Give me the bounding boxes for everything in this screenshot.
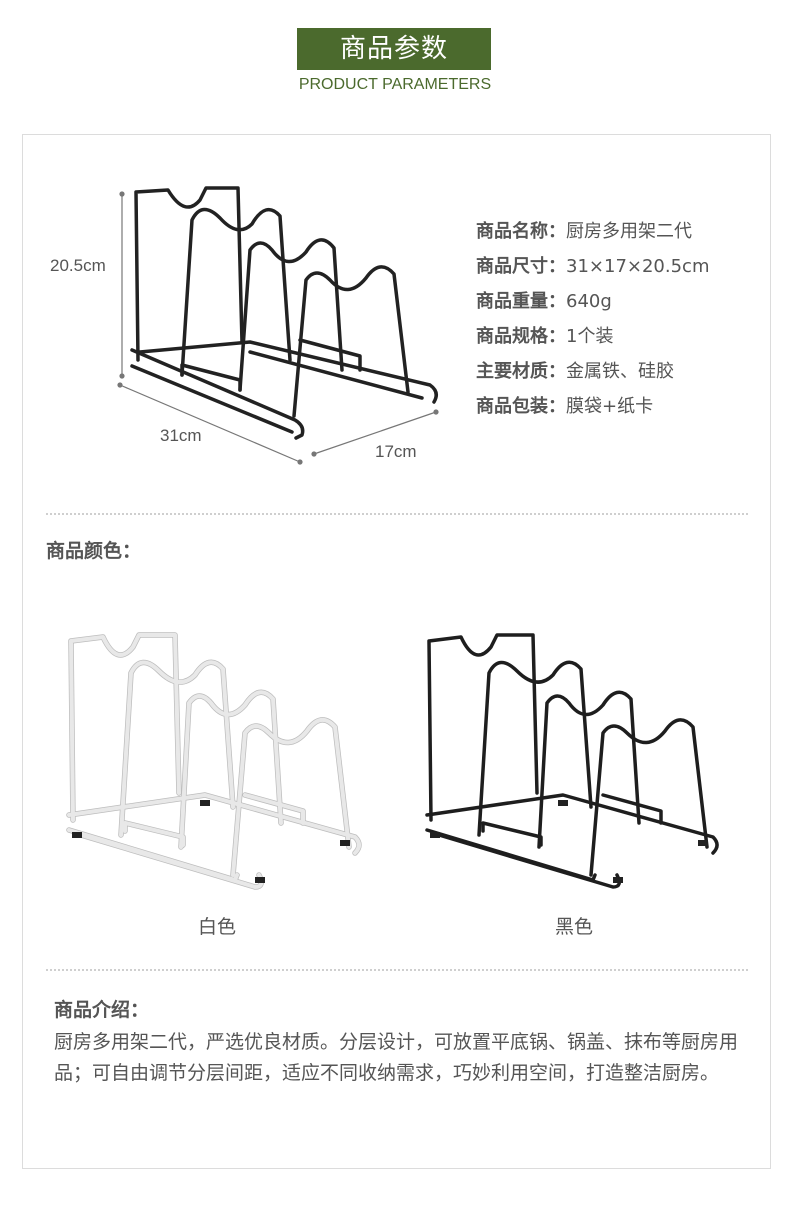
length-dimension-label: 31cm bbox=[160, 426, 202, 445]
spec-value: 31×17×20.5cm bbox=[566, 256, 710, 277]
spec-key: 商品包装： bbox=[476, 396, 566, 417]
color-option-black-label: 黑色 bbox=[554, 916, 593, 938]
spec-row: 主要材质：金属铁、硅胶 bbox=[476, 358, 709, 393]
section-divider bbox=[46, 969, 748, 971]
intro-description: 厨房多用架二代，严选优良材质。分层设计，可放置平底锅、锅盖、抹布等厨房用品；可自… bbox=[54, 1031, 739, 1084]
spec-value: 厨房多用架二代 bbox=[566, 221, 692, 242]
page-title: 商品参数 bbox=[339, 34, 448, 64]
spec-row: 商品包装：膜袋+纸卡 bbox=[476, 393, 709, 428]
spec-row: 商品尺寸：31×17×20.5cm bbox=[476, 253, 709, 288]
spec-key: 商品尺寸： bbox=[476, 256, 566, 277]
spec-key: 商品名称： bbox=[476, 221, 566, 242]
white-rack-image bbox=[66, 632, 362, 890]
spec-row: 商品名称：厨房多用架二代 bbox=[476, 218, 709, 253]
spec-row: 商品重量：640g bbox=[476, 288, 709, 323]
height-dimension-label: 20.5cm bbox=[50, 256, 106, 275]
width-dimension-label: 17cm bbox=[375, 442, 417, 461]
spec-value: 640g bbox=[566, 291, 612, 312]
black-rack-image bbox=[425, 633, 719, 889]
rack-diagram-image bbox=[117, 186, 439, 465]
page-subtitle: PRODUCT PARAMETERS bbox=[298, 76, 492, 93]
spec-value: 膜袋+纸卡 bbox=[566, 396, 654, 417]
spec-row: 商品规格：1个装 bbox=[476, 323, 709, 358]
spec-value: 1个装 bbox=[566, 326, 614, 347]
spec-key: 商品规格： bbox=[476, 326, 566, 347]
content-frame bbox=[22, 134, 771, 1169]
section-divider bbox=[46, 513, 748, 515]
intro-section-title: 商品介绍： bbox=[54, 999, 150, 1021]
spec-value: 金属铁、硅胶 bbox=[566, 361, 674, 382]
spec-key: 商品重量： bbox=[476, 291, 566, 312]
colors-section-title: 商品颜色： bbox=[46, 540, 142, 562]
spec-key: 主要材质： bbox=[476, 361, 566, 382]
color-option-white-label: 白色 bbox=[197, 916, 236, 938]
spec-list: 商品名称：厨房多用架二代 商品尺寸：31×17×20.5cm 商品重量：640g… bbox=[476, 218, 709, 428]
section-title-badge: 商品参数 bbox=[297, 28, 491, 70]
